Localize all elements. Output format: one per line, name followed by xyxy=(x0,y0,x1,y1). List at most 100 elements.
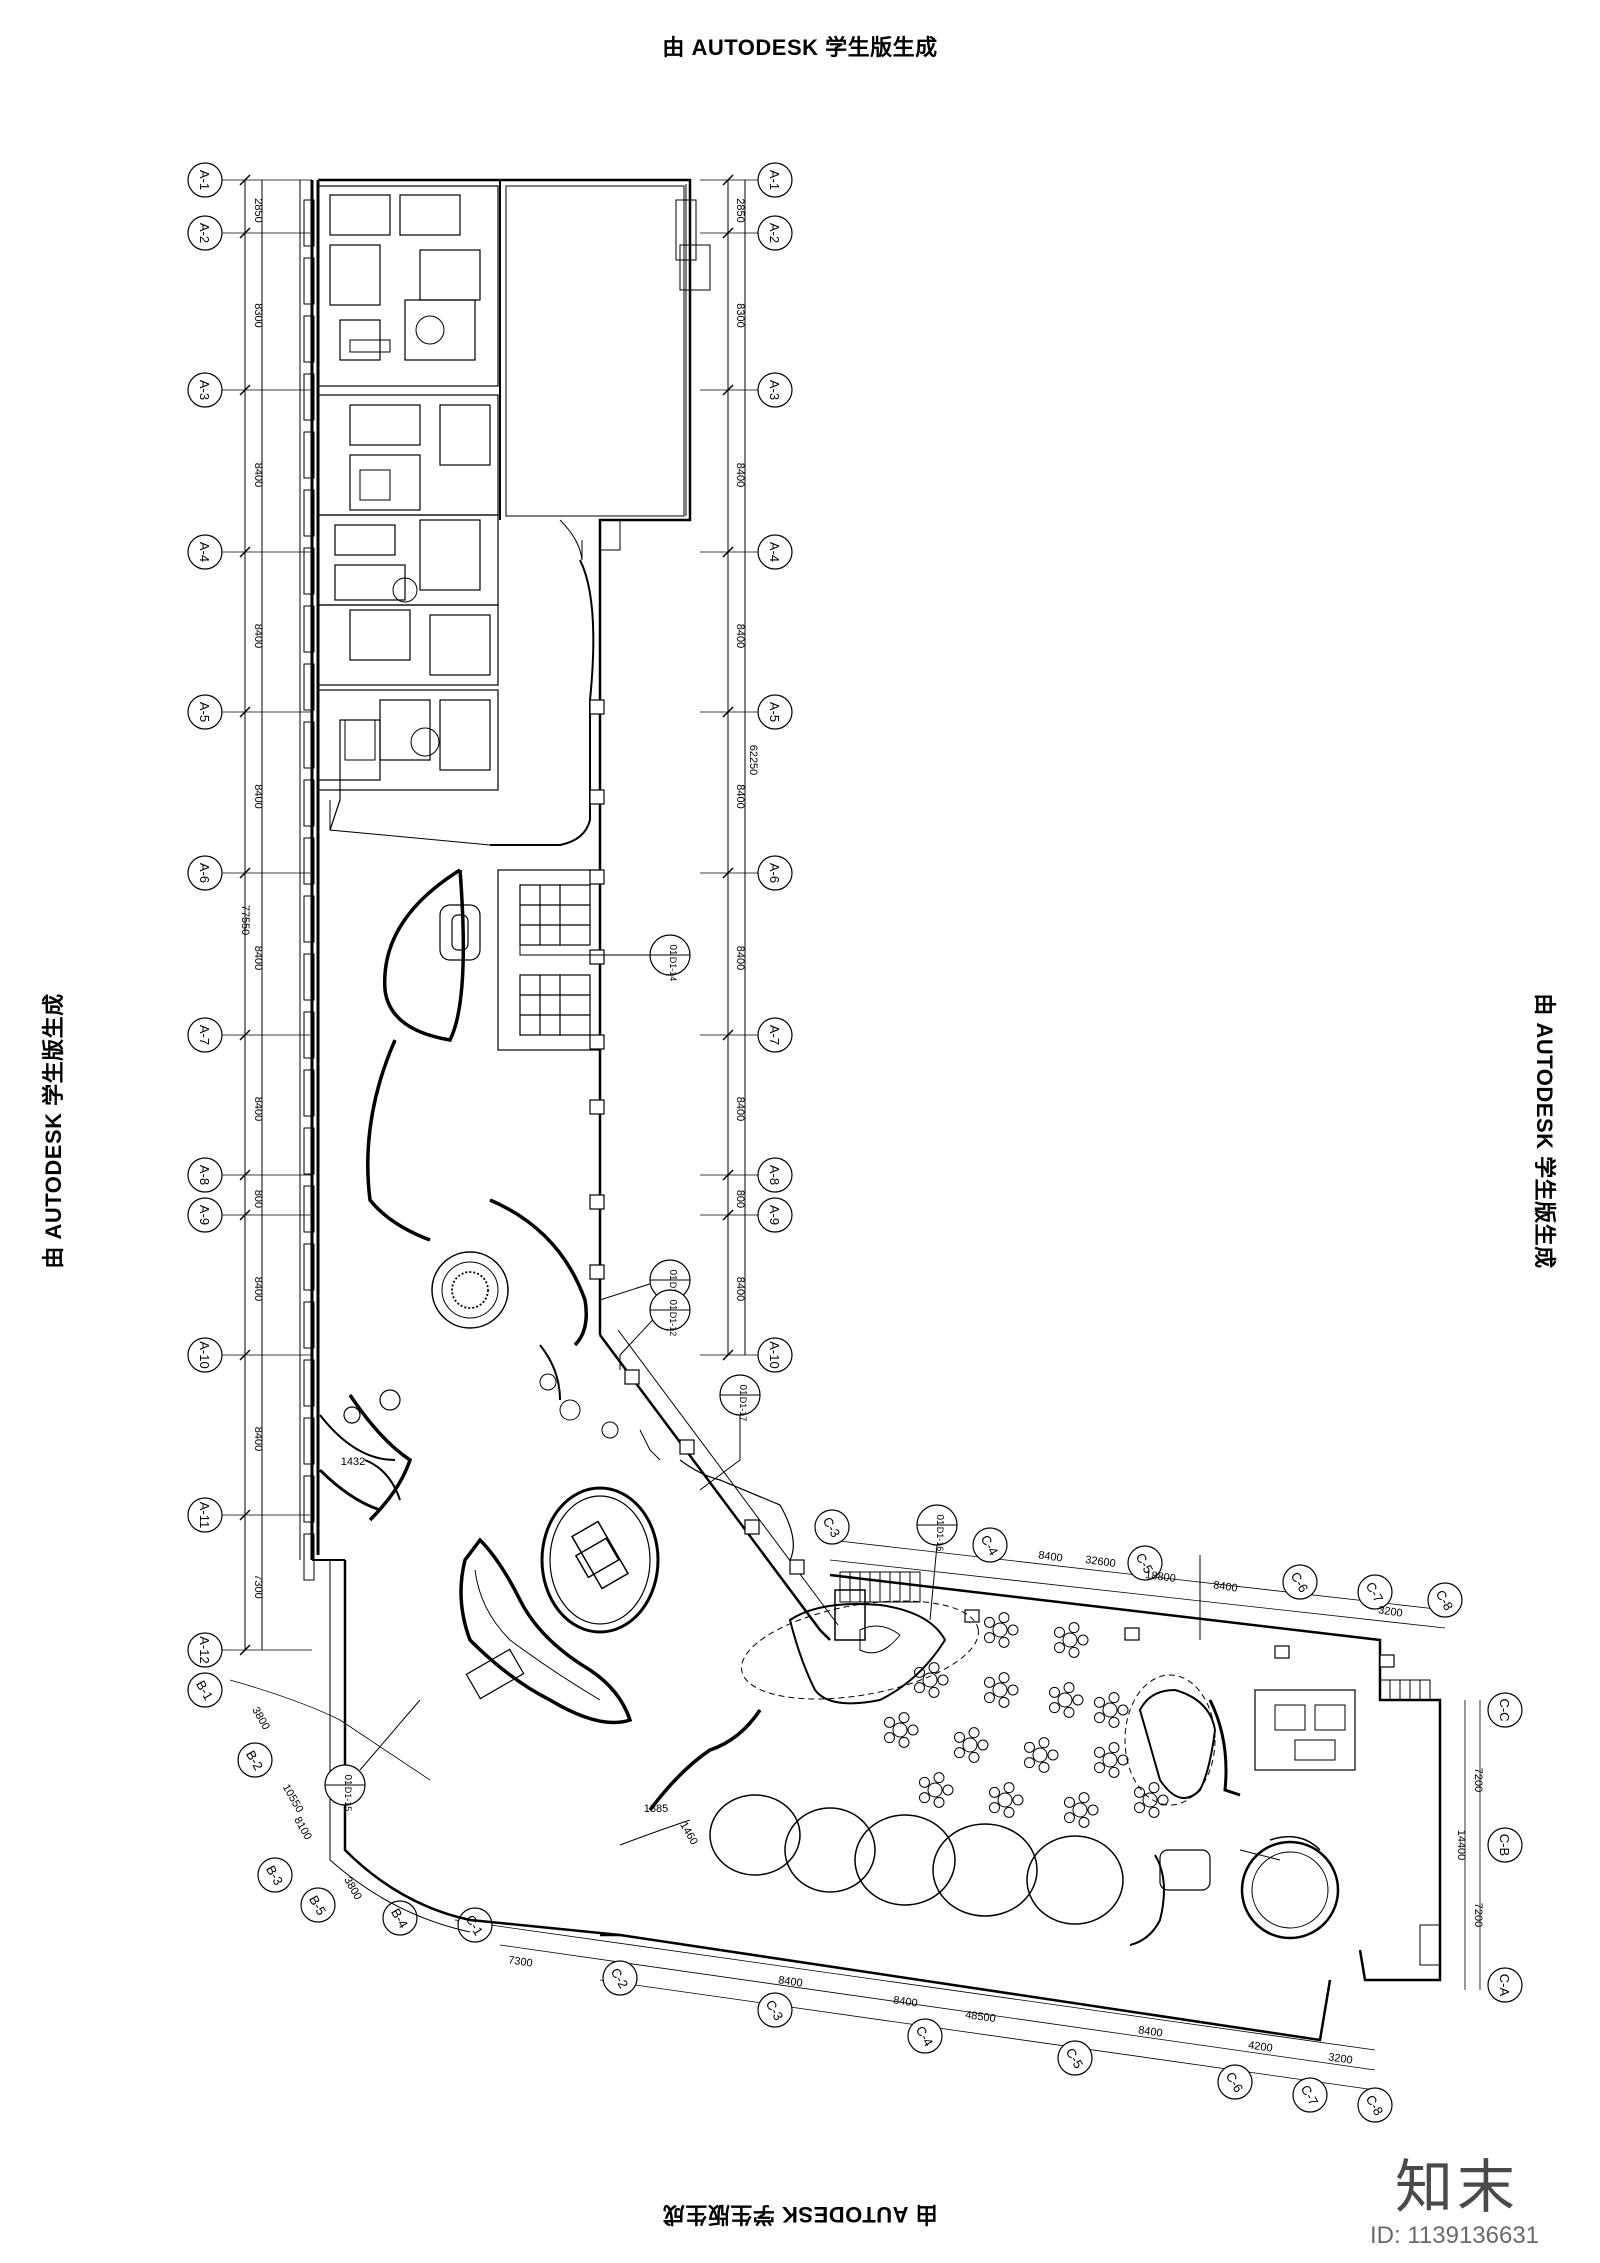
grid-c-dim-bottom: 8400 xyxy=(1137,2024,1163,2039)
grid-a-dim-right: 8400 xyxy=(734,1277,746,1301)
room-furniture xyxy=(344,315,445,761)
lower-wing-interior xyxy=(619,1429,1356,1946)
grid-bubble-top-C-3: C-3 xyxy=(814,1509,850,1545)
grid-bubble-top-C-4: C-4 xyxy=(972,1527,1008,1563)
cafe-table xyxy=(913,1662,949,1698)
grid-bubble-right-A-9: A-9 xyxy=(757,1197,793,1233)
autodesk-stamp-top: 由 AUTODESK 学生版生成 xyxy=(662,35,938,60)
section-tag-sheet: D1-14 xyxy=(668,957,678,982)
callout-ellipses xyxy=(741,1600,1216,1806)
svg-text:A-1: A-1 xyxy=(767,170,782,190)
grid-c-dim-top: 18800 xyxy=(1144,1569,1176,1585)
grid-bubble-bottom-C-7: C-7 xyxy=(1292,2077,1328,2113)
brand-watermark: 知末 xyxy=(1395,2155,1520,2220)
grid-bubble-top-C-6: C-6 xyxy=(1282,1564,1318,1600)
svg-text:A-6: A-6 xyxy=(767,863,782,883)
grid-bubble-left-A-9: A-9 xyxy=(187,1197,223,1233)
central-circles xyxy=(431,1251,660,1634)
svg-text:A-10: A-10 xyxy=(197,1341,212,1368)
grid-bubble-bottom-C-5: C-5 xyxy=(1057,2040,1093,2076)
grid-a-dim-right: 2850 xyxy=(734,198,746,222)
grid-c-dim-bottom: 8400 xyxy=(777,1974,803,1989)
svg-text:A-12: A-12 xyxy=(197,1636,212,1663)
grid-bubble-left-A-6: A-6 xyxy=(187,855,223,891)
section-tag-num: 01 xyxy=(667,1269,678,1281)
grid-bubble-right-C-B: C-B xyxy=(1487,1827,1523,1863)
svg-text:C-C: C-C xyxy=(1497,1698,1512,1721)
section-tag-num: 01 xyxy=(667,1299,678,1311)
svg-text:A-10: A-10 xyxy=(767,1341,782,1368)
grid-a-dim-left: 8400 xyxy=(252,1427,264,1451)
grid-a-dim-left: 8300 xyxy=(252,303,264,327)
grid-c-dim-bottom: 7300 xyxy=(507,1954,533,1969)
grid-bubble-top-C-7: C-7 xyxy=(1357,1574,1393,1610)
grid-c-dim-right: 14400 xyxy=(1455,1830,1467,1861)
svg-text:A-3: A-3 xyxy=(197,380,212,400)
cafe-table xyxy=(883,1712,919,1748)
seating-cluster-left xyxy=(318,1389,401,1512)
svg-text:A-3: A-3 xyxy=(767,380,782,400)
grid-a-dim-right: 8400 xyxy=(734,463,746,487)
grid-b-dim: 10550 xyxy=(280,1782,306,1814)
grid-b-dim: 3800 xyxy=(249,1705,272,1732)
grid-bubble-right-A-10: A-10 xyxy=(757,1337,793,1373)
svg-text:A-5: A-5 xyxy=(197,702,212,722)
section-tag-sheet: D1-17 xyxy=(738,1397,748,1422)
cafe-table xyxy=(918,1772,954,1808)
grid-a-dim-left: 8400 xyxy=(252,624,264,648)
room-modules xyxy=(317,185,499,831)
grid-a-dim-left: 800 xyxy=(252,1190,264,1208)
grid-bubble-left-A-10: A-10 xyxy=(187,1337,223,1373)
plan-dim-label: 1885 xyxy=(644,1803,668,1815)
grid-a-dim-left: 8400 xyxy=(252,784,264,808)
grid-a-dim-left: 2850 xyxy=(252,198,264,222)
section-tag-num: 01 xyxy=(667,944,678,956)
grid-bubble-B-5: B-5 xyxy=(300,1887,336,1923)
grid-bubble-right-A-3: A-3 xyxy=(757,372,793,408)
section-tag-sheet: D1-12 xyxy=(668,1312,678,1337)
grid-bubble-right-A-8: A-8 xyxy=(757,1157,793,1193)
grid-bubble-bottom-C-6: C-6 xyxy=(1217,2064,1253,2100)
svg-text:A-2: A-2 xyxy=(197,223,212,243)
grid-bubble-B-1: B-1 xyxy=(187,1672,223,1708)
svg-text:A-7: A-7 xyxy=(767,1025,782,1045)
svg-text:A-9: A-9 xyxy=(767,1205,782,1225)
grid-bubble-B-3: B-3 xyxy=(257,1857,293,1893)
building-outline xyxy=(299,178,1442,2042)
svg-text:C-B: C-B xyxy=(1497,1834,1512,1856)
section-tag-num: 01 xyxy=(934,1514,945,1526)
section-tag-leaders xyxy=(359,945,1201,1771)
grid-a-dim-left: 8400 xyxy=(252,946,264,970)
grid-c-dim-bottom: 8400 xyxy=(892,1994,918,2009)
grid-bubble-left-A-7: A-7 xyxy=(187,1017,223,1053)
grid-c-dim-top: 8400 xyxy=(1212,1579,1238,1594)
grid-bubble-left-A-12: A-12 xyxy=(187,1632,223,1668)
grid-c-total-bottom: 48500 xyxy=(964,2009,996,2025)
svg-text:A-5: A-5 xyxy=(767,702,782,722)
grid-c-dim-right: 7200 xyxy=(1472,1903,1484,1927)
stair xyxy=(839,1571,921,1603)
section-tag-num: 01 xyxy=(737,1384,748,1396)
grid-bubble-B-4: B-4 xyxy=(382,1900,418,1936)
grid-c-dim-bottom: 4200 xyxy=(1247,2039,1273,2054)
svg-text:A-11: A-11 xyxy=(197,1502,212,1529)
cafe-table xyxy=(988,1782,1024,1818)
grid-a-total-right: 62250 xyxy=(747,745,759,776)
grid-a-dim-left: 7300 xyxy=(252,1574,264,1598)
restroom-block xyxy=(439,869,601,1051)
brand-id: ID: 1139136631 xyxy=(1370,2222,1540,2249)
grid-bubble-right-C-A: C-A xyxy=(1487,1967,1523,2003)
grid-bubble-left-A-5: A-5 xyxy=(187,694,223,730)
cafe-tables xyxy=(883,1612,1169,1828)
grid-bubble-left-A-8: A-8 xyxy=(187,1157,223,1193)
cafe-table xyxy=(953,1727,989,1763)
grid-bubble-bottom-C-1: C-1 xyxy=(457,1907,493,1943)
section-tag-sheet: D1-16 xyxy=(935,1527,945,1552)
grid-bubble-left-A-11: A-11 xyxy=(187,1497,223,1533)
grid-bubble-right-A-7: A-7 xyxy=(757,1017,793,1053)
grid-c-dim-right: 7200 xyxy=(1472,1768,1484,1792)
